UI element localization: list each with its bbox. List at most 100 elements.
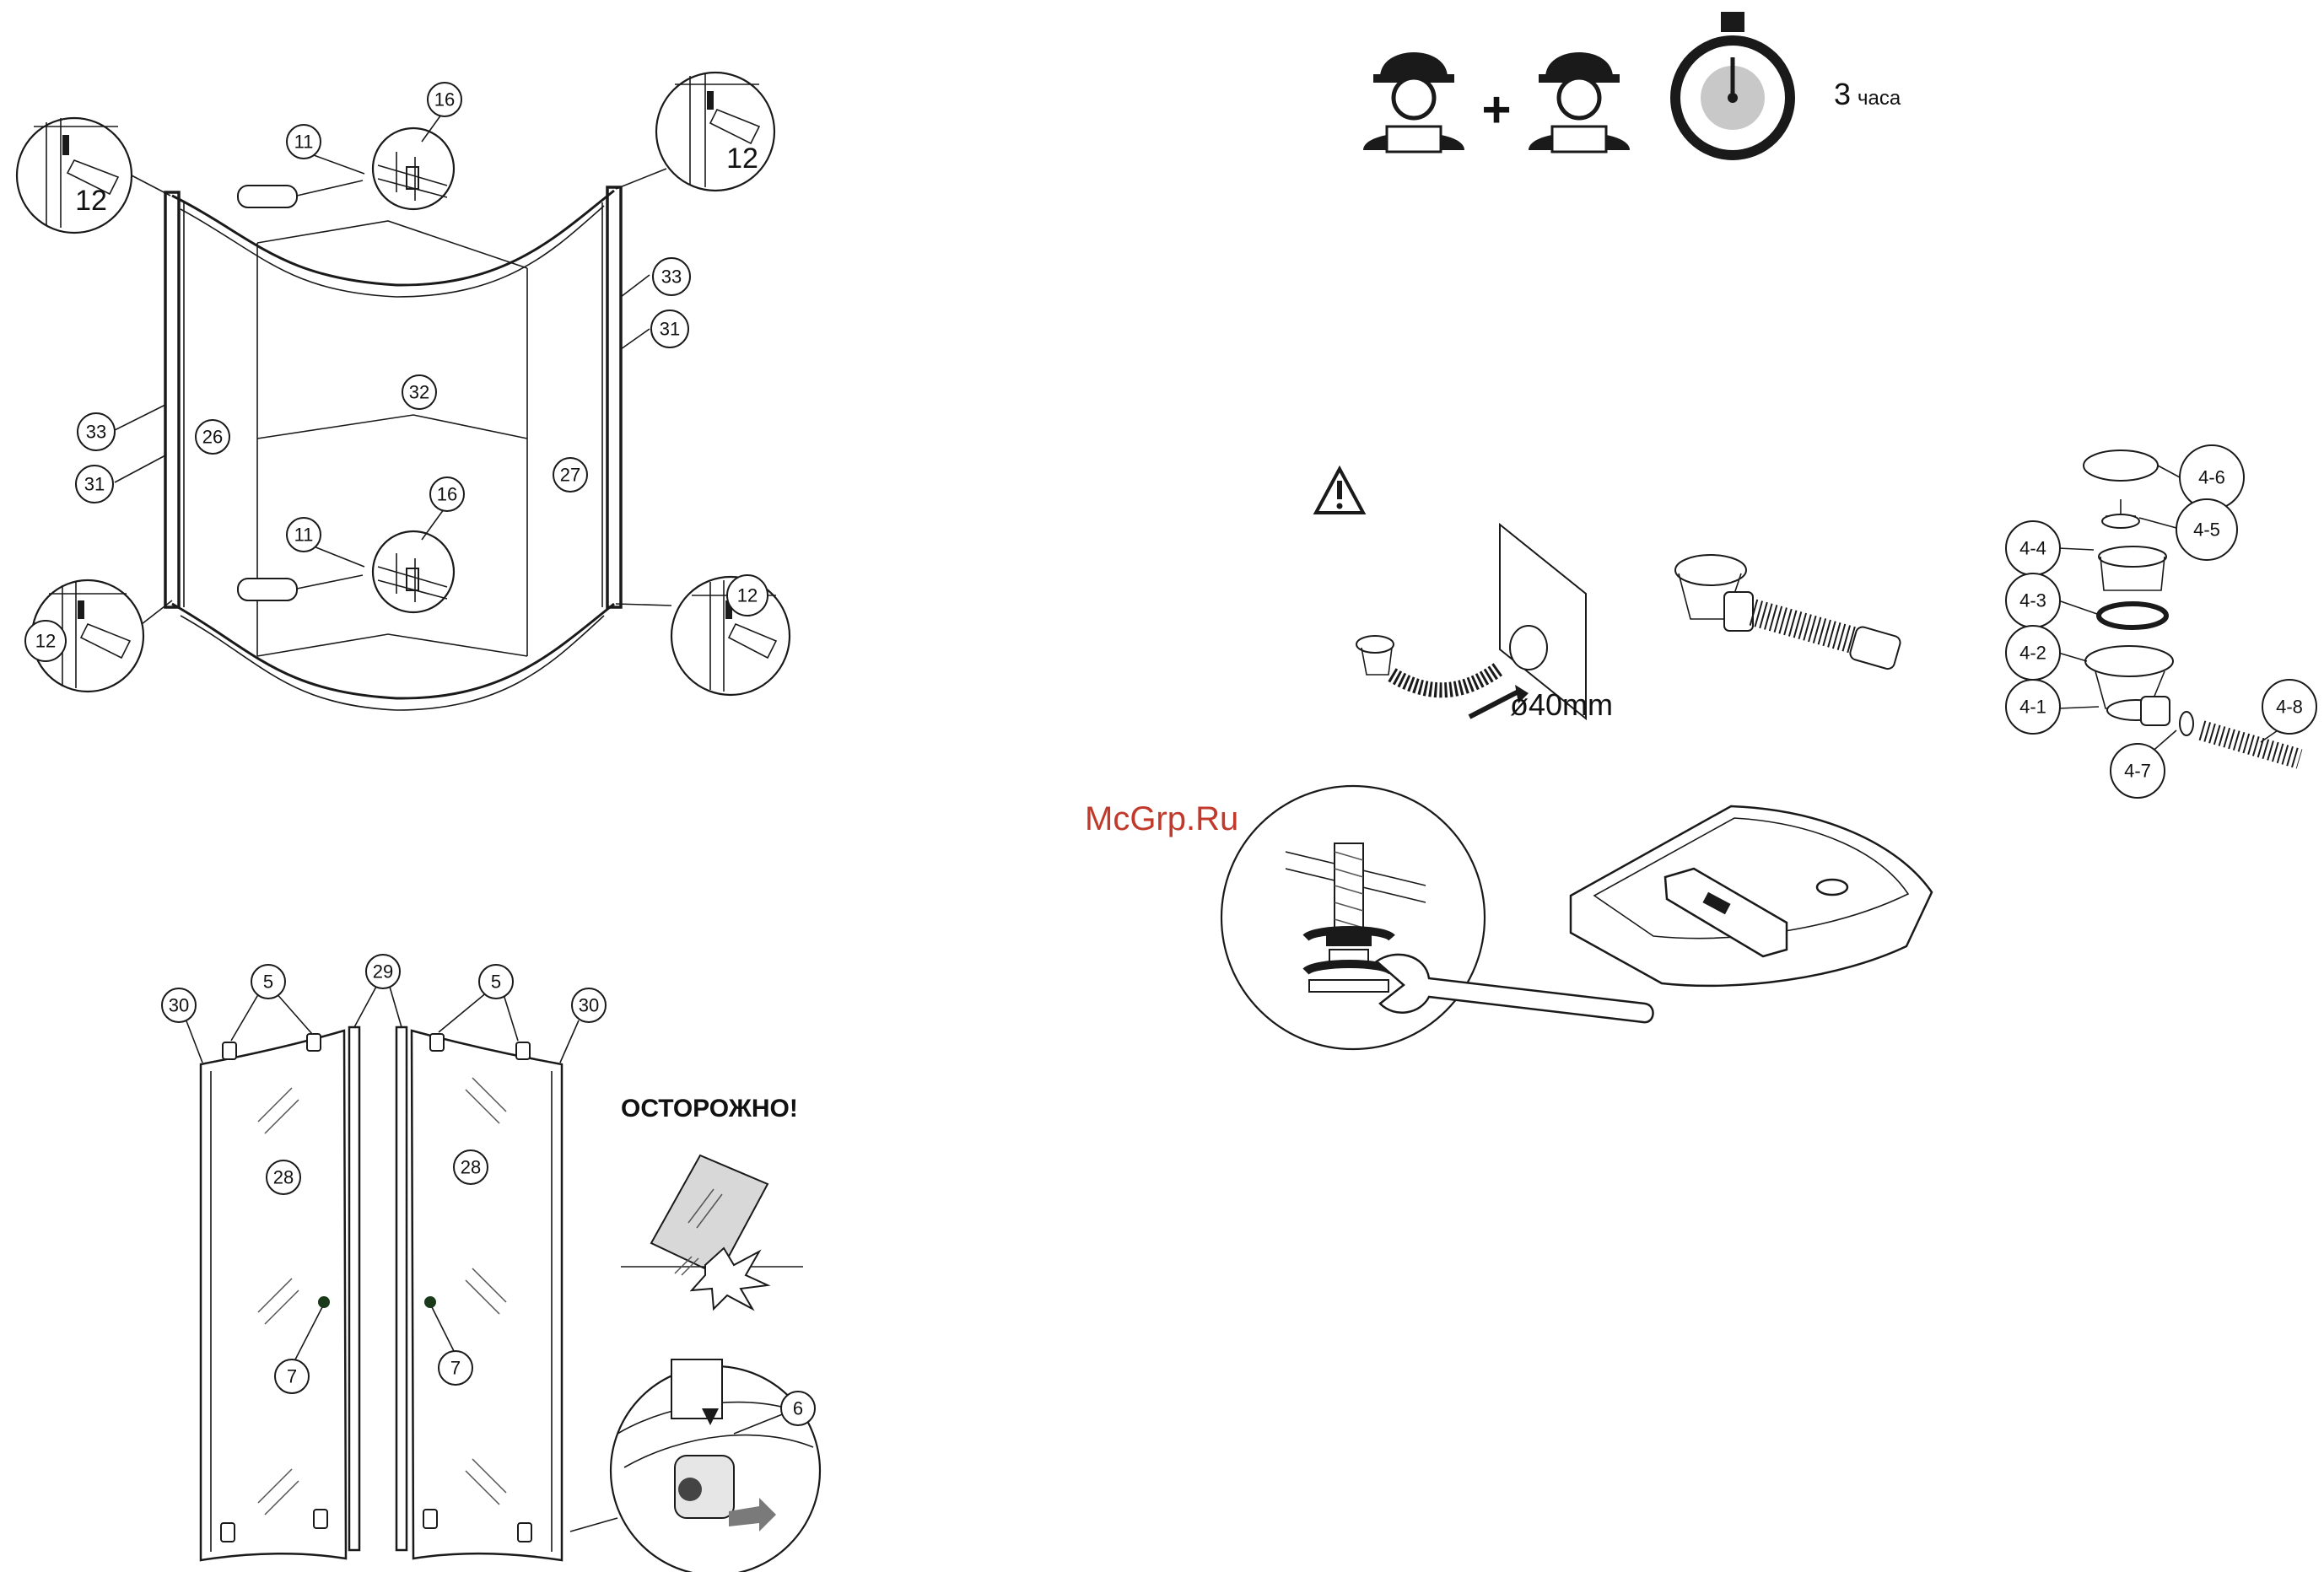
callout-27: 27: [553, 458, 587, 492]
right-profile: [607, 187, 621, 607]
callout-28: 28: [267, 1160, 300, 1194]
callout-4-8: 4-8: [2262, 680, 2316, 734]
left-door-glass: [201, 1031, 346, 1560]
callout-label: 4-5: [2193, 520, 2220, 541]
callout-label: 30: [169, 995, 189, 1016]
middle-bar-32: [257, 415, 527, 439]
o-ring: [2180, 712, 2193, 735]
callout-11: 11: [287, 518, 321, 552]
wall-pipe-inlet: [1510, 626, 1547, 670]
callout-label: 28: [461, 1157, 481, 1178]
plus-sign: +: [1481, 82, 1511, 138]
callout-12: 12: [25, 621, 66, 661]
callout-label: 26: [202, 427, 223, 448]
callout-label: 33: [661, 266, 682, 288]
callout-label: 5: [491, 972, 501, 993]
callout-label: 16: [434, 89, 455, 110]
callout-label: 12: [737, 585, 758, 606]
callout-label: 7: [287, 1366, 297, 1387]
callout-label: 4-4: [2019, 538, 2046, 559]
callout-28: 28: [454, 1150, 488, 1184]
worker-icon: [1363, 52, 1464, 152]
callout-label: 4-8: [2276, 697, 2303, 718]
callout-6: 6: [781, 1392, 815, 1425]
frame-diagram: 11 16 12 12 33 31 33 31 26 32 27 11 16 1…: [17, 73, 790, 710]
callout-33: 33: [78, 413, 115, 450]
callout-30: 30: [572, 988, 606, 1022]
drain-grate: [2099, 546, 2166, 567]
roller-icon: [430, 1034, 444, 1051]
handle-knob: [424, 1296, 436, 1308]
warning-triangle-icon: [1313, 469, 1365, 516]
callout-label: 7: [450, 1358, 461, 1379]
callout-11: 11: [287, 125, 321, 159]
callout-7: 7: [275, 1359, 309, 1393]
callout-label: 5: [263, 972, 273, 993]
stopwatch-icon: [1675, 12, 1790, 155]
door-diagram: ОСТОРОЖНО! 30 5 29 5 30 28 28 7 7 6: [162, 955, 820, 1572]
time-value: 3: [1834, 77, 1851, 111]
roller-icon: [423, 1510, 437, 1528]
callout-12: 12: [727, 575, 768, 616]
callout-label: 4-7: [2124, 761, 2151, 782]
back-top-edge: [257, 221, 527, 268]
header-icons: + 3 часа: [1363, 12, 1901, 155]
callout-30: 30: [162, 988, 196, 1022]
callout-16: 16: [428, 83, 461, 116]
roller-icon: [307, 1034, 321, 1051]
callout-label: 4-2: [2019, 643, 2046, 664]
bottom-arc-rail: [172, 604, 614, 698]
siphon-hose: [1753, 612, 1856, 641]
time-unit: часа: [1858, 87, 1901, 110]
callout-4-5: 4-5: [2176, 499, 2237, 560]
screwdriver-icon: [238, 180, 363, 207]
right-seal-strip: [396, 1027, 407, 1550]
callout-label: 31: [84, 474, 105, 495]
callout-16: 16: [430, 477, 464, 511]
callout-label: 6: [793, 1398, 803, 1419]
callout-32: 32: [402, 375, 436, 409]
callout-4-2: 4-2: [2006, 626, 2060, 680]
gasket-ring: [2099, 604, 2166, 627]
callout-29: 29: [366, 955, 400, 988]
drain-diagram: ø40mm 4-6 4-5 4-4 4-3 4-2 4-1: [1313, 445, 2316, 798]
callout-label: 11: [294, 132, 314, 153]
callout-31: 31: [76, 466, 113, 503]
callout-label: 33: [86, 422, 106, 443]
drain-flange: [2085, 646, 2173, 676]
callout-4-4: 4-4: [2006, 521, 2060, 575]
callout-label: 12: [35, 631, 56, 652]
callout-label: 16: [437, 484, 457, 505]
callout-label: 27: [560, 465, 580, 486]
worker-icon: [1529, 52, 1630, 152]
callout-label: 4-6: [2198, 467, 2225, 488]
corrugated-hose: [1392, 668, 1500, 690]
roller-icon: [314, 1510, 327, 1528]
leveling-diagram: [1221, 786, 1932, 1049]
callout-33: 33: [653, 258, 690, 295]
siphon-cap: [1675, 555, 1746, 585]
callout-4-3: 4-3: [2006, 573, 2060, 627]
callout-label: 29: [373, 961, 393, 983]
drain-cover: [2084, 450, 2158, 481]
callout-label: 4-1: [2019, 697, 2046, 718]
left-seal-strip: [349, 1027, 359, 1550]
warning-title: ОСТОРОЖНО!: [621, 1095, 798, 1122]
callout-label: 31: [660, 319, 680, 340]
callout-5: 5: [479, 965, 513, 999]
callout-label: 32: [409, 382, 429, 403]
outlet-hose: [2202, 730, 2300, 759]
callout-5: 5: [251, 965, 285, 999]
detail-circle-upper-mid: [373, 128, 454, 209]
pipe-diameter-label: ø40mm: [1510, 687, 1613, 722]
back-bottom-edge: [257, 634, 527, 656]
callout-label: 11: [294, 525, 314, 546]
shower-tray: [1571, 806, 1932, 986]
callout-4-1: 4-1: [2006, 680, 2060, 734]
handle-knob: [318, 1296, 330, 1308]
callout-label: 28: [273, 1167, 294, 1188]
detail-circle-lower-mid: [373, 531, 454, 612]
callout-26: 26: [196, 420, 229, 454]
callout-7: 7: [439, 1351, 472, 1385]
